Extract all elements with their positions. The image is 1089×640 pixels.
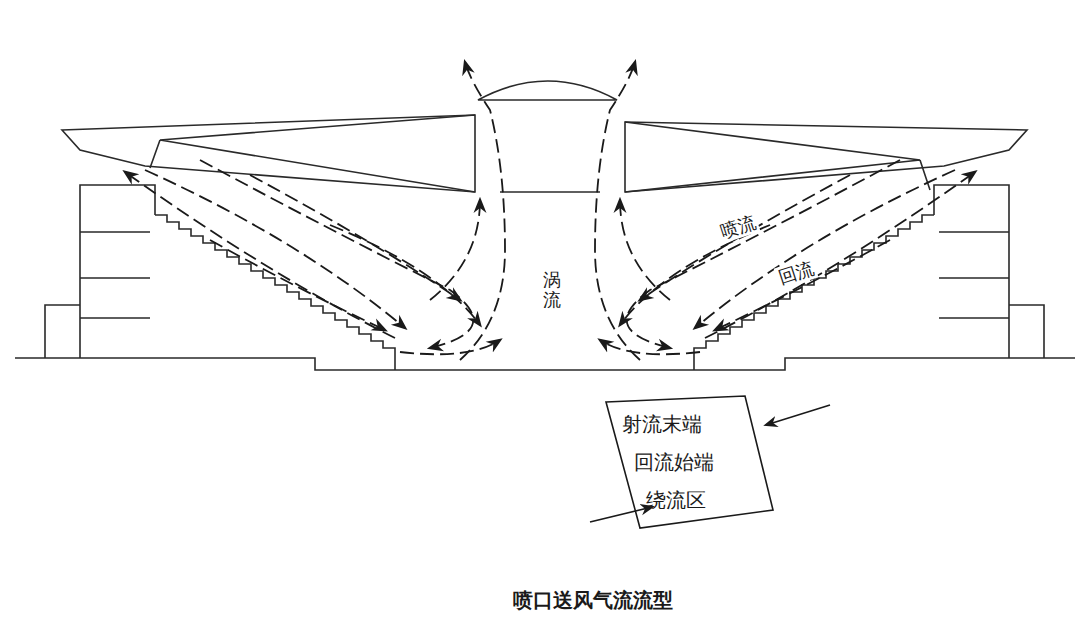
vertical-flow-label: 涡流: [541, 270, 563, 310]
airflow-arrows: [125, 62, 975, 360]
building-section: [15, 81, 1075, 370]
callout-text: 绕流区: [646, 488, 706, 512]
callout-border: [606, 396, 773, 528]
callout-text: 回流始端: [634, 450, 714, 474]
callout-box: 射流末端回流始端绕流区: [600, 394, 775, 530]
callout-text: 射流末端: [622, 412, 702, 436]
leader-arrows: [590, 405, 830, 522]
figure-caption: 喷口送风气流流型: [513, 588, 673, 612]
